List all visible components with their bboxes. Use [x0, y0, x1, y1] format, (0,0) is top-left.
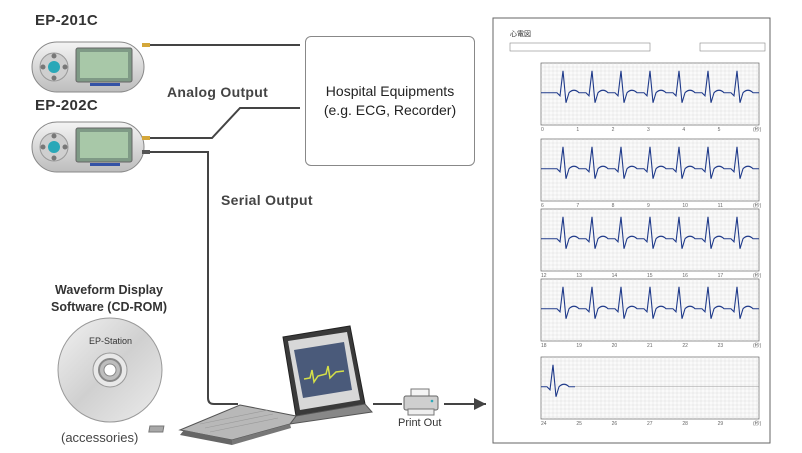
ep-201c-label: EP-201C — [35, 12, 98, 29]
ecg-tick-label: 23 — [718, 343, 724, 349]
serial-output-label: Serial Output — [221, 192, 313, 208]
ecg-strip: 18 19 20 21 22 23 (秒) — [540, 278, 762, 349]
ecg-strip: 12 13 14 15 16 17 (秒) — [540, 208, 762, 279]
ecg-strip: 24 25 26 27 28 29 (秒) — [540, 356, 762, 427]
ecg-waveform — [541, 286, 759, 319]
serial-output-connector — [150, 151, 238, 405]
hospital-equipment-title: Hospital Equipments — [325, 83, 455, 99]
ecg-waveform — [541, 146, 759, 179]
software-title-line2: Software (CD-ROM) — [51, 300, 167, 314]
printout-title: 心電図 — [510, 30, 531, 38]
software-title: Waveform Display Software (CD-ROM) — [34, 282, 184, 316]
hospital-equipment-box: Hospital Equipments (e.g. ECG, Recorder) — [305, 36, 475, 166]
ecg-tick-label: 3 — [647, 127, 650, 133]
ecg-tick-label: 17 — [718, 273, 724, 279]
ecg-waveform — [541, 216, 759, 249]
ecg-tick-label: (秒) — [753, 202, 762, 209]
ecg-tick-label: 24 — [541, 421, 547, 427]
ecg-tick-label: 26 — [612, 421, 618, 427]
ecg-tick-label: 2 — [612, 127, 615, 133]
ecg-tick-label: 4 — [682, 127, 685, 133]
ecg-tick-label: (秒) — [753, 420, 762, 427]
analog-output-label: Analog Output — [167, 84, 269, 100]
ecg-tick-label: 15 — [647, 273, 653, 279]
ecg-tick-label: 11 — [718, 203, 723, 209]
cd-disc-label: EP-Station — [89, 336, 133, 346]
ecg-strip: 6 7 8 9 10 11 (秒) — [540, 138, 762, 209]
ecg-tick-label: 25 — [576, 421, 582, 427]
ecg-tick-label: 20 — [612, 343, 618, 349]
laptop-icon — [148, 325, 373, 445]
ecg-tick-label: 19 — [576, 343, 582, 349]
ecg-tick-label: 9 — [647, 203, 650, 209]
printer-icon — [403, 388, 439, 416]
hospital-equipment-example: (e.g. ECG, Recorder) — [323, 102, 457, 118]
ecg-tick-label: 16 — [682, 273, 688, 279]
ecg-tick-label: 10 — [682, 203, 688, 209]
analog-output-connector — [150, 44, 300, 139]
ecg-tick-label: 12 — [541, 273, 547, 279]
ecg-tick-label: 7 — [576, 203, 579, 209]
ecg-waveform — [541, 364, 575, 397]
ecg-tick-label: 8 — [612, 203, 615, 209]
ecg-tick-label: 28 — [682, 421, 688, 427]
ecg-tick-label: 22 — [682, 343, 688, 349]
ecg-tick-label: 21 — [647, 343, 653, 349]
cd-rom-icon — [57, 317, 163, 423]
ecg-tick-label: 6 — [541, 203, 544, 209]
ep-201c-device-icon — [31, 41, 150, 93]
print-out-label: Print Out — [398, 417, 442, 429]
ecg-strip: 0 1 2 3 4 5 (秒) — [540, 62, 762, 133]
ep-202c-label: EP-202C — [35, 97, 98, 114]
ecg-tick-label: 14 — [612, 273, 618, 279]
ecg-tick-label: (秒) — [753, 342, 762, 349]
ecg-tick-label: 0 — [541, 127, 544, 133]
ecg-tick-label: 5 — [718, 127, 721, 133]
ecg-tick-label: (秒) — [753, 126, 762, 133]
ecg-tick-label: 18 — [541, 343, 547, 349]
ecg-tick-label: 13 — [576, 273, 582, 279]
ecg-tick-label: 29 — [718, 421, 724, 427]
ep-202c-device-icon — [31, 121, 150, 173]
ecg-waveform — [541, 70, 759, 103]
software-title-line1: Waveform Display — [55, 283, 163, 297]
accessories-note: (accessories) — [61, 430, 139, 445]
ecg-tick-label: 1 — [576, 127, 579, 133]
ecg-tick-label: 27 — [647, 421, 653, 427]
ecg-tick-label: (秒) — [753, 272, 762, 279]
